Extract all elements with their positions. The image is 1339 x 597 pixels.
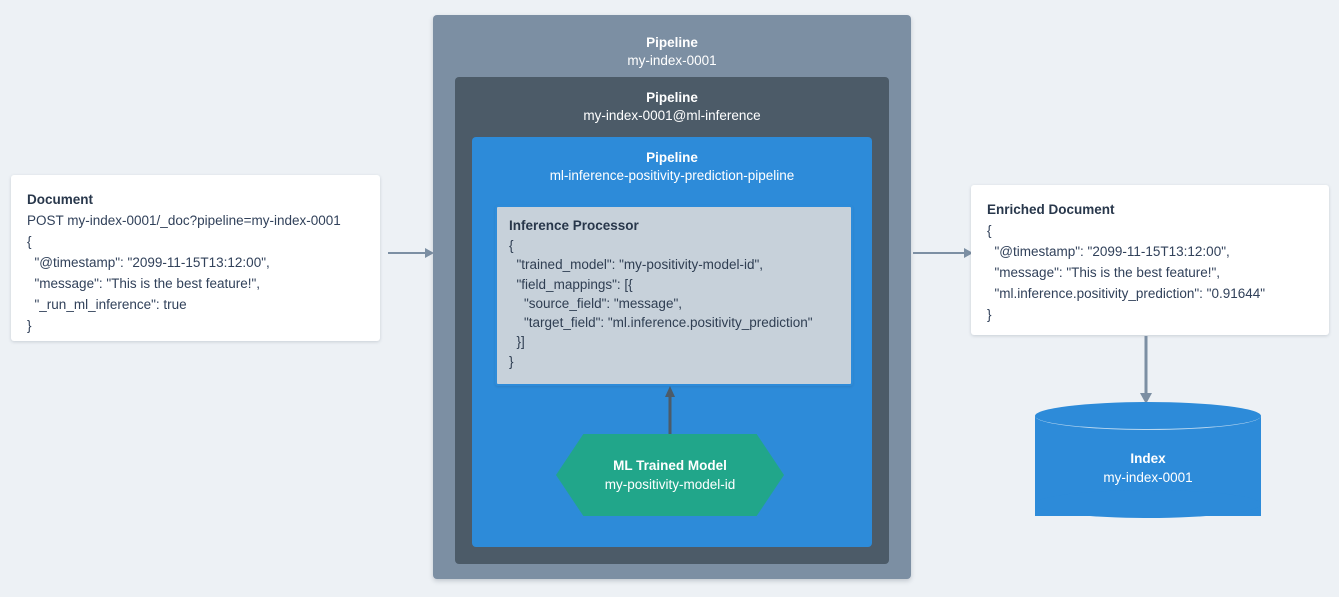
pipeline-outer-name: my-index-0001 [627,53,717,68]
inference-processor-title: Inference Processor [509,218,639,233]
ml-trained-model-hexagon: ML Trained Model my-positivity-model-id [556,434,784,516]
document-card-title: Document [27,192,94,207]
inference-processor-json-body: { "trained_model": "my-positivity-model-… [509,238,813,369]
index-name: my-index-0001 [1103,470,1193,485]
document-request-line: POST my-index-0001/_doc?pipeline=my-inde… [27,213,341,228]
arrow-trained-model-to-processor-icon [663,386,677,436]
hexagon-label-group: ML Trained Model my-positivity-model-id [556,434,784,516]
inference-processor-box: Inference Processor { "trained_model": "… [495,205,853,386]
cylinder-bottom-ellipse [1035,490,1261,518]
index-label: Index [1130,451,1166,466]
pipeline-outer-label: Pipeline [646,35,698,50]
pipeline-inner-label: Pipeline [646,150,698,165]
pipeline-middle-label: Pipeline [646,90,698,105]
hexagon-shape [556,434,784,516]
index-label-group: Index my-index-0001 [1035,450,1261,487]
enriched-document-json-body: { "@timestamp": "2099-11-15T13:12:00", "… [987,223,1266,322]
document-card: Document POST my-index-0001/_doc?pipelin… [11,175,380,341]
ml-trained-model-name: my-positivity-model-id [604,476,736,492]
ml-trained-model-label: ML Trained Model [613,457,727,473]
index-cylinder: Index my-index-0001 [1035,402,1261,530]
cylinder-top-ellipse [1035,402,1261,430]
pipeline-inner-name: ml-inference-positivity-prediction-pipel… [549,168,795,183]
arrow-pipeline-to-enriched-document-icon [913,246,973,260]
arrow-enriched-document-to-index-icon [1139,336,1153,404]
enriched-document-title: Enriched Document [987,202,1115,217]
arrow-document-to-pipeline-icon [388,246,434,260]
pipeline-middle-name: my-index-0001@ml-inference [583,108,761,123]
enriched-document-card: Enriched Document { "@timestamp": "2099-… [971,185,1329,335]
document-json-body: { "@timestamp": "2099-11-15T13:12:00", "… [27,234,270,333]
